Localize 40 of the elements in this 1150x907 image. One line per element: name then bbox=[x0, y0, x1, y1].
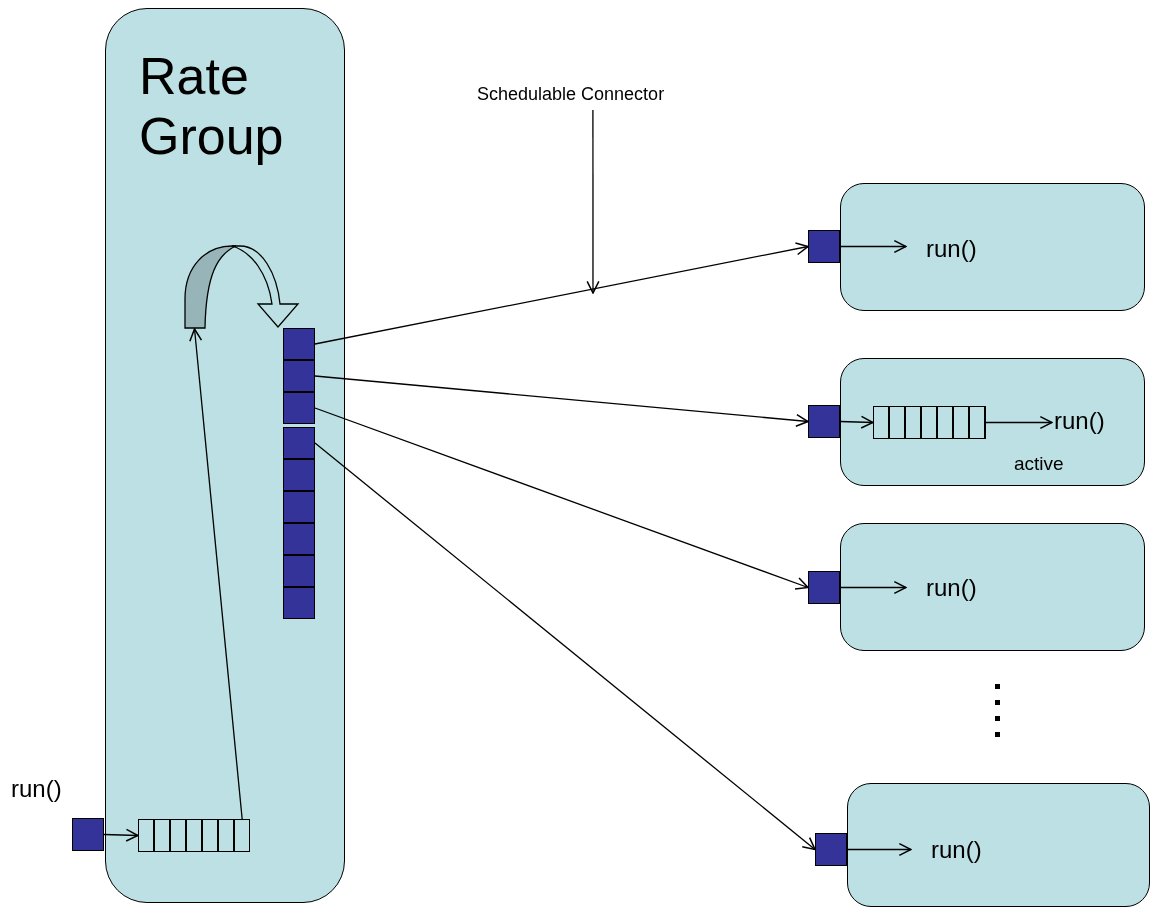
leader-line bbox=[586, 109, 600, 294]
port-square bbox=[808, 571, 840, 604]
arrow bbox=[314, 442, 816, 851]
component-box bbox=[847, 783, 1150, 907]
method-label: run() bbox=[926, 574, 977, 602]
arrow bbox=[103, 828, 139, 842]
arrow bbox=[839, 580, 907, 595]
port-square bbox=[815, 833, 847, 866]
port-square bbox=[283, 459, 315, 491]
method-label: run() bbox=[926, 235, 977, 263]
arrow bbox=[985, 415, 1053, 430]
arrow bbox=[314, 375, 809, 427]
arrow bbox=[189, 328, 243, 820]
port-square bbox=[808, 230, 840, 263]
arrow bbox=[846, 842, 912, 857]
port-square bbox=[283, 523, 315, 555]
method-label: run() bbox=[1054, 407, 1105, 435]
port-square bbox=[283, 360, 315, 392]
group-title: Rate Group bbox=[139, 47, 285, 167]
component-box bbox=[840, 523, 1145, 651]
method-label: run() bbox=[931, 836, 982, 864]
component-box bbox=[840, 358, 1145, 486]
arrow bbox=[839, 415, 874, 429]
port-square bbox=[808, 405, 840, 438]
status-label: active bbox=[1014, 453, 1064, 475]
port-square bbox=[283, 328, 315, 360]
connector-label: Schedulable Connector bbox=[477, 84, 665, 105]
port-square bbox=[283, 392, 315, 424]
method-label: run() bbox=[11, 775, 62, 803]
arrow bbox=[314, 407, 809, 590]
port-square bbox=[283, 491, 315, 523]
component-panel bbox=[105, 8, 345, 903]
message-queue bbox=[873, 406, 986, 439]
port-square bbox=[283, 427, 315, 459]
component-box bbox=[840, 183, 1145, 311]
port-square bbox=[283, 587, 315, 619]
arrow bbox=[839, 239, 907, 254]
arrow bbox=[314, 242, 809, 345]
message-queue bbox=[138, 819, 250, 852]
port-square bbox=[283, 555, 315, 587]
